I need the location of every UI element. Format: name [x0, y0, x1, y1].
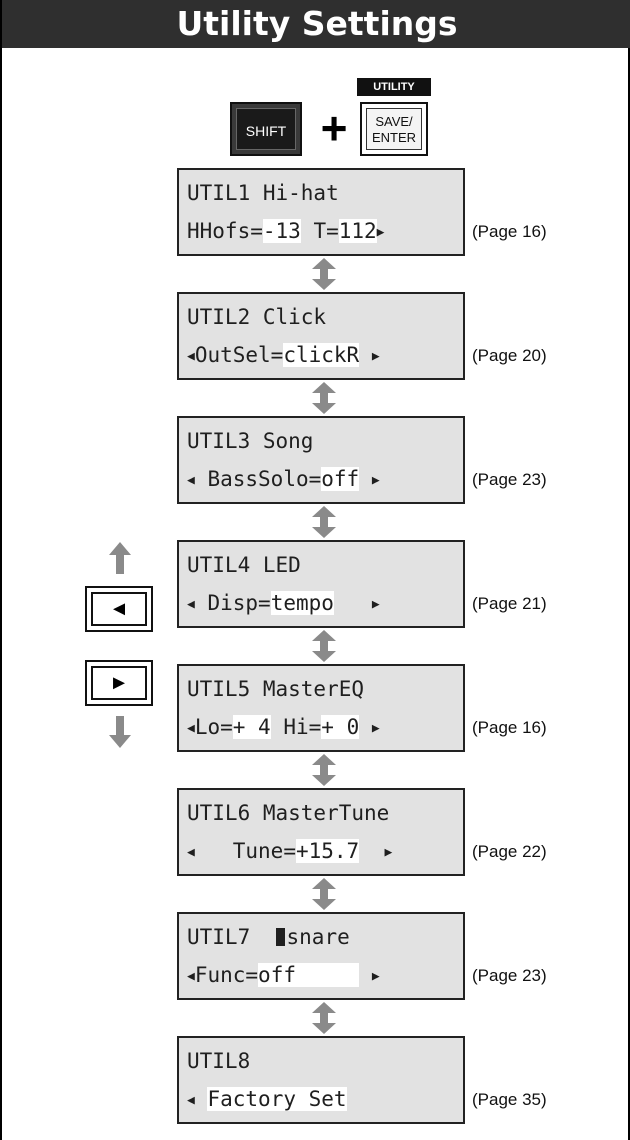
left-arrow-icon: ◄	[109, 597, 129, 620]
page-ref: (Page 21)	[472, 594, 547, 613]
right-triangle-icon: ▶	[371, 349, 380, 364]
block-char-icon	[275, 928, 285, 946]
right-triangle-icon: ▶	[371, 969, 380, 984]
left-triangle-icon: ◀	[187, 721, 195, 736]
page-ref: (Page 23)	[472, 966, 547, 985]
lcd-line1: UTIL5 MasterEQ	[187, 677, 365, 701]
right-triangle-icon: ▶	[371, 473, 380, 488]
lcd-line1: UTIL8	[187, 1049, 251, 1073]
save-enter-button[interactable]: SAVE/ ENTER	[360, 102, 428, 156]
up-down-arrow-icon	[312, 754, 336, 786]
lcd-line2: ◀Lo=+ 4 Hi=+ 0 ▶	[187, 715, 380, 739]
lcd-screen-util7: UTIL7 snare ◀Func=off ▶	[177, 912, 465, 1000]
lcd-line1: UTIL2 Click	[187, 305, 327, 329]
left-triangle-icon: ◀	[187, 349, 195, 364]
right-triangle-icon: ▶	[371, 721, 380, 736]
key-combination: SHIFT + UTILITY SAVE/ ENTER	[2, 78, 630, 158]
left-triangle-icon: ◀	[187, 1093, 195, 1108]
lcd-screen-util8: UTIL8 ◀ Factory Set	[177, 1036, 465, 1124]
right-triangle-icon: ▶	[371, 597, 380, 612]
lcd-line1: UTIL3 Song	[187, 429, 314, 453]
lcd-line2: ◀ Tune=+15.7 ▶	[187, 839, 393, 863]
save-label: SAVE/	[375, 114, 413, 129]
right-triangle-icon: ▶	[384, 845, 393, 860]
page-ref: (Page 22)	[472, 842, 547, 861]
down-arrow-icon	[109, 716, 131, 748]
right-arrow-icon: ►	[109, 671, 129, 694]
lcd-screen-util6: UTIL6 MasterTune ◀ Tune=+15.7 ▶	[177, 788, 465, 876]
lcd-line2: ◀ Factory Set	[187, 1087, 347, 1111]
left-arrow-button[interactable]: ◄	[85, 586, 153, 632]
lcd-line1: UTIL7 snare	[187, 925, 350, 949]
left-triangle-icon: ◀	[187, 969, 195, 984]
lcd-line1: UTIL1 Hi-hat	[187, 181, 339, 205]
up-down-arrow-icon	[312, 506, 336, 538]
right-triangle-icon: ▶	[376, 225, 385, 240]
plus-sign: +	[320, 102, 348, 154]
left-triangle-icon: ◀	[187, 845, 195, 860]
left-triangle-icon: ◀	[187, 473, 195, 488]
up-down-arrow-icon	[312, 878, 336, 910]
page-ref: (Page 35)	[472, 1090, 547, 1109]
lcd-line1: UTIL4 LED	[187, 553, 301, 577]
shift-button-label: SHIFT	[236, 108, 296, 150]
lcd-line2: ◀OutSel=clickR ▶	[187, 343, 380, 367]
right-arrow-button[interactable]: ►	[85, 660, 153, 706]
shift-button[interactable]: SHIFT	[230, 102, 302, 156]
lcd-line2: ◀ Disp=tempo ▶	[187, 591, 380, 615]
page-ref: (Page 20)	[472, 346, 547, 365]
lcd-line1: UTIL6 MasterTune	[187, 801, 390, 825]
lcd-screen-util2: UTIL2 Click ◀OutSel=clickR ▶	[177, 292, 465, 380]
left-triangle-icon: ◀	[187, 597, 195, 612]
page-ref: (Page 16)	[472, 718, 547, 737]
lcd-line2: ◀ BassSolo=off ▶	[187, 467, 380, 491]
up-down-arrow-icon	[312, 258, 336, 290]
page-ref: (Page 23)	[472, 470, 547, 489]
enter-label: ENTER	[371, 130, 417, 145]
lcd-screen-util5: UTIL5 MasterEQ ◀Lo=+ 4 Hi=+ 0 ▶	[177, 664, 465, 752]
lcd-screen-util4: UTIL4 LED ◀ Disp=tempo ▶	[177, 540, 465, 628]
page-ref: (Page 16)	[472, 222, 547, 241]
lcd-screen-util1: UTIL1 Hi-hat HHofs=-13 T=112▶	[177, 168, 465, 256]
up-down-arrow-icon	[312, 630, 336, 662]
up-down-arrow-icon	[312, 382, 336, 414]
lcd-screen-util3: UTIL3 Song ◀ BassSolo=off ▶	[177, 416, 465, 504]
lcd-line2: HHofs=-13 T=112▶	[187, 219, 385, 243]
lcd-line2: ◀Func=off ▶	[187, 963, 380, 987]
page-title: Utility Settings	[2, 0, 630, 48]
up-arrow-icon	[109, 542, 131, 574]
utility-label: UTILITY	[357, 78, 431, 96]
up-down-arrow-icon	[312, 1002, 336, 1034]
